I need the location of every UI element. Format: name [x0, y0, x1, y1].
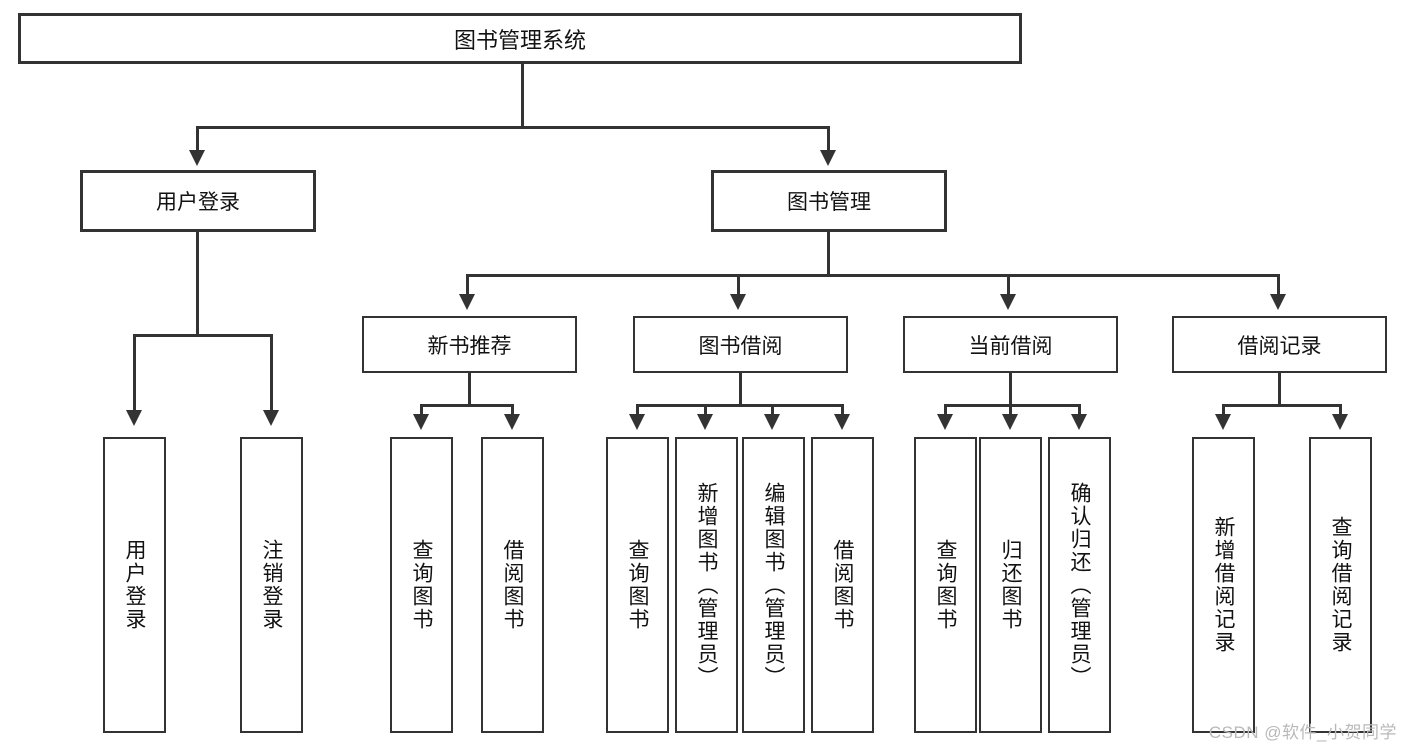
- edge-root-stem: [521, 64, 524, 128]
- leaf-book-borrow-borrow[interactable]: 借阅图书: [811, 437, 874, 733]
- edge-book-manage-drop-3: [1007, 274, 1010, 296]
- edge-book-manage-bus: [466, 274, 1280, 277]
- node-label: 注销登录: [260, 539, 283, 631]
- edge-user-login-drop-1: [133, 334, 136, 412]
- leaf-user-login-login[interactable]: 用户登录: [103, 437, 166, 733]
- node-label: 新书推荐: [427, 334, 512, 358]
- arrow-user-login-leaf-1: [126, 410, 142, 426]
- arrow-current-borrow-leaf-2: [1002, 414, 1018, 430]
- edge-current-borrow-stem: [1009, 373, 1012, 406]
- leaf-book-borrow-edit[interactable]: 编辑图书（管理员）: [742, 437, 805, 733]
- leaf-new-book-borrow[interactable]: 借阅图书: [481, 437, 544, 733]
- edge-book-borrow-bus: [636, 404, 844, 407]
- node-label: 当前借阅: [968, 334, 1053, 358]
- node-label: 图书管理系统: [453, 27, 586, 53]
- edge-book-borrow-drop-4: [841, 404, 844, 416]
- arrow-root-to-book-manage: [820, 150, 836, 166]
- node-label: 新增借阅记录: [1212, 516, 1235, 654]
- node-borrow-record[interactable]: 借阅记录: [1172, 316, 1387, 373]
- arrow-to-current-borrow: [1000, 294, 1016, 310]
- edge-book-manage-drop-1: [466, 274, 469, 296]
- arrow-new-book-leaf-1: [413, 414, 429, 430]
- edge-borrow-record-drop-1: [1222, 404, 1225, 416]
- edge-root-to-user-login: [196, 126, 199, 152]
- arrow-borrow-record-leaf-1: [1215, 414, 1231, 430]
- edge-current-borrow-drop-2: [1009, 404, 1012, 416]
- edge-new-book-stem: [468, 373, 471, 406]
- edge-user-login-bus: [133, 334, 273, 337]
- node-label: 借阅记录: [1237, 334, 1322, 358]
- arrow-book-borrow-leaf-3: [764, 414, 780, 430]
- arrow-book-borrow-leaf-1: [629, 414, 645, 430]
- edge-book-borrow-drop-2: [704, 404, 707, 416]
- edge-book-borrow-drop-3: [771, 404, 774, 416]
- node-label: 新增图书（管理员）: [695, 481, 718, 689]
- edge-root-to-book-manage: [827, 126, 830, 152]
- arrow-user-login-leaf-2: [263, 410, 279, 426]
- edge-current-borrow-drop-1: [944, 404, 947, 416]
- leaf-current-borrow-return[interactable]: 归还图书: [979, 437, 1042, 733]
- arrow-book-borrow-leaf-4: [834, 414, 850, 430]
- leaf-current-borrow-confirm-return[interactable]: 确认归还（管理员）: [1048, 437, 1111, 733]
- edge-borrow-record-drop-2: [1339, 404, 1342, 416]
- edge-book-manage-drop-4: [1277, 274, 1280, 296]
- edge-borrow-record-bus: [1222, 404, 1342, 407]
- node-label: 借阅图书: [501, 539, 524, 631]
- node-label: 确认归还（管理员）: [1068, 481, 1091, 689]
- leaf-current-borrow-query[interactable]: 查询图书: [914, 437, 977, 733]
- edge-new-book-bus: [420, 404, 514, 407]
- edge-book-manage-drop-2: [737, 274, 740, 296]
- node-label: 图书借阅: [698, 334, 783, 358]
- node-label: 用户登录: [156, 191, 240, 214]
- node-label: 归还图书: [999, 539, 1022, 631]
- node-root-system[interactable]: 图书管理系统: [18, 13, 1022, 64]
- arrow-borrow-record-leaf-2: [1332, 414, 1348, 430]
- node-book-manage[interactable]: 图书管理: [711, 170, 947, 232]
- node-label: 用户登录: [123, 539, 146, 631]
- arrow-current-borrow-leaf-3: [1071, 414, 1087, 430]
- node-user-login[interactable]: 用户登录: [80, 170, 316, 232]
- edge-user-login-stem: [196, 232, 199, 336]
- edge-root-bus: [196, 126, 830, 129]
- node-label: 图书管理: [787, 191, 871, 214]
- edge-new-book-drop-2: [511, 404, 514, 416]
- node-label: 查询图书: [410, 539, 433, 631]
- arrow-book-borrow-leaf-2: [697, 414, 713, 430]
- node-label: 查询图书: [934, 539, 957, 631]
- edge-book-borrow-stem: [739, 373, 742, 406]
- node-label: 查询图书: [626, 539, 649, 631]
- leaf-new-book-query[interactable]: 查询图书: [390, 437, 453, 733]
- edge-current-borrow-drop-3: [1078, 404, 1081, 416]
- arrow-to-borrow-record: [1270, 294, 1286, 310]
- node-label: 借阅图书: [831, 539, 854, 631]
- leaf-book-borrow-query[interactable]: 查询图书: [606, 437, 669, 733]
- node-book-borrow[interactable]: 图书借阅: [633, 316, 848, 373]
- node-current-borrow[interactable]: 当前借阅: [903, 316, 1118, 373]
- node-new-book-recommend[interactable]: 新书推荐: [362, 316, 577, 373]
- arrow-current-borrow-leaf-1: [937, 414, 953, 430]
- edge-book-borrow-drop-1: [636, 404, 639, 416]
- leaf-borrow-record-query[interactable]: 查询借阅记录: [1309, 437, 1372, 733]
- edge-borrow-record-stem: [1278, 373, 1281, 406]
- edge-new-book-drop-1: [420, 404, 423, 416]
- node-label: 查询借阅记录: [1329, 516, 1352, 654]
- leaf-book-borrow-add[interactable]: 新增图书（管理员）: [675, 437, 738, 733]
- node-label: 编辑图书（管理员）: [762, 481, 785, 689]
- edge-current-borrow-bus: [944, 404, 1081, 407]
- arrow-to-book-borrow: [730, 294, 746, 310]
- arrow-to-new-book-recommend: [459, 294, 475, 310]
- edge-book-manage-stem: [827, 232, 830, 276]
- edge-user-login-drop-2: [270, 334, 273, 412]
- leaf-borrow-record-add[interactable]: 新增借阅记录: [1192, 437, 1255, 733]
- arrow-root-to-user-login: [189, 150, 205, 166]
- arrow-new-book-leaf-2: [504, 414, 520, 430]
- leaf-user-login-logout[interactable]: 注销登录: [240, 437, 303, 733]
